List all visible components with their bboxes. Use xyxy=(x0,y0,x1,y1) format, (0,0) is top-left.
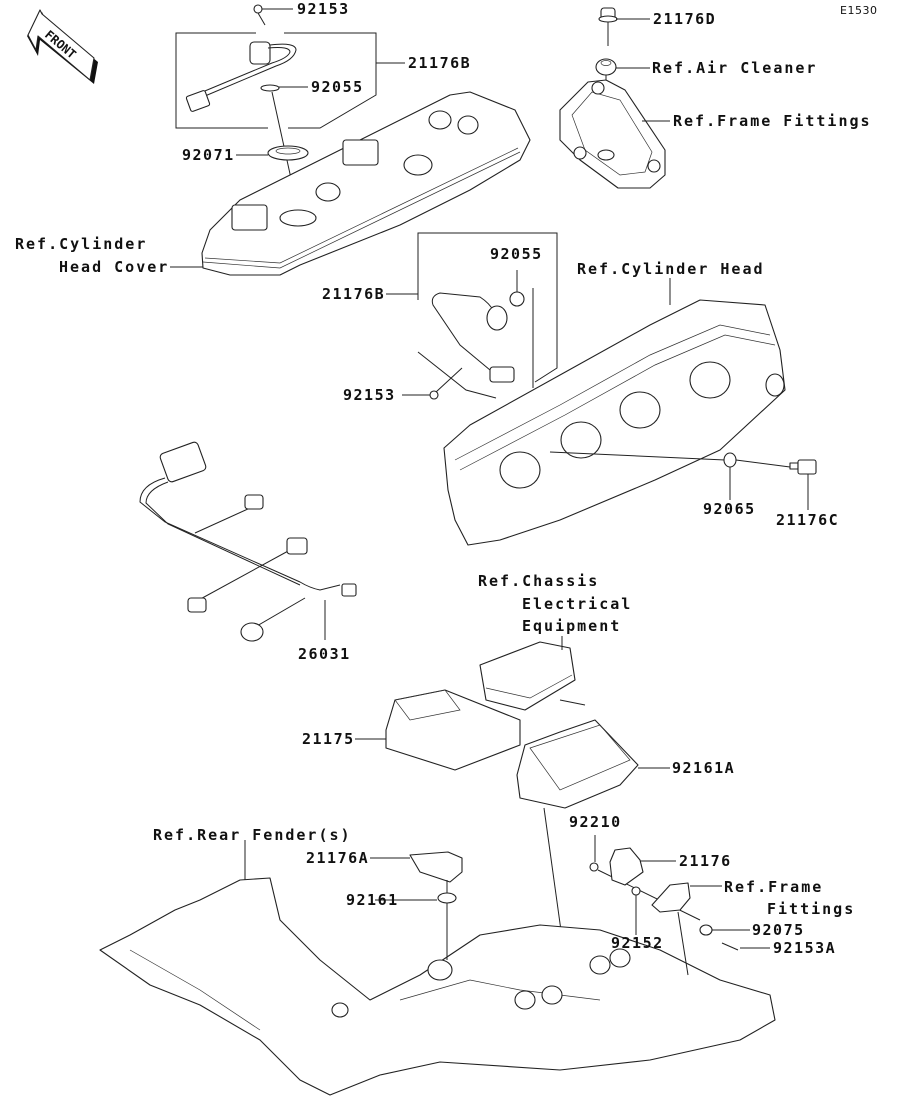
part-label-21176C[interactable]: 21176C xyxy=(776,511,840,529)
grommet-92071 xyxy=(236,145,309,161)
sensor-assembly-mid xyxy=(386,232,558,400)
ref-label-frame-fittings-bottom-line2[interactable]: Fittings xyxy=(767,900,856,918)
ref-label-frame-fittings-bottom-line1[interactable]: Ref.Frame xyxy=(724,878,824,896)
cylinder-head-cover xyxy=(170,91,531,276)
part-label-92075[interactable]: 92075 xyxy=(752,921,805,939)
part-label-21176B-top[interactable]: 21176B xyxy=(408,54,472,72)
wiring-harness-26031 xyxy=(139,441,357,642)
sensor-assembly-top xyxy=(175,4,405,184)
sensor-21176-group xyxy=(589,835,770,976)
ref-label-frame-fittings-top[interactable]: Ref.Frame Fittings xyxy=(673,112,872,130)
ref-label-cylinder-head-cover-line2[interactable]: Head Cover xyxy=(59,258,170,276)
part-label-92153-mid[interactable]: 92153 xyxy=(343,386,396,404)
part-label-92152[interactable]: 92152 xyxy=(611,934,664,952)
part-label-92153-top[interactable]: 92153 xyxy=(297,0,350,18)
part-label-21176A[interactable]: 21176A xyxy=(306,849,370,867)
sensor-21176D-group xyxy=(559,7,670,189)
part-label-21175[interactable]: 21175 xyxy=(302,730,355,748)
part-label-92055-mid[interactable]: 92055 xyxy=(490,245,543,263)
sensor-21176A-group xyxy=(370,851,463,960)
part-label-92071[interactable]: 92071 xyxy=(182,146,235,164)
ecu-cover-92161A xyxy=(516,719,670,1011)
ref-label-cylinder-head[interactable]: Ref.Cylinder Head xyxy=(577,260,765,278)
part-label-21176D[interactable]: 21176D xyxy=(653,10,717,28)
ecu-21175 xyxy=(355,689,521,771)
part-label-92161[interactable]: 92161 xyxy=(346,891,399,909)
front-arrow-icon xyxy=(27,9,98,84)
part-label-92161A[interactable]: 92161A xyxy=(672,759,736,777)
ref-label-chassis-line1[interactable]: Ref.Chassis xyxy=(478,572,600,590)
ref-label-chassis-line2[interactable]: Electrical xyxy=(522,595,633,613)
part-label-92065[interactable]: 92065 xyxy=(703,500,756,518)
ref-label-air-cleaner[interactable]: Ref.Air Cleaner xyxy=(652,59,818,77)
part-label-92055-top[interactable]: 92055 xyxy=(311,78,364,96)
part-label-26031[interactable]: 26031 xyxy=(298,645,351,663)
part-label-21176[interactable]: 21176 xyxy=(679,852,732,870)
ecu-ref-chassis xyxy=(479,636,586,711)
part-label-92153A[interactable]: 92153A xyxy=(773,939,837,957)
ref-label-chassis-line3[interactable]: Equipment xyxy=(522,617,622,635)
ref-label-rear-fender[interactable]: Ref.Rear Fender(s) xyxy=(153,826,352,844)
cylinder-head xyxy=(443,278,786,546)
diagram-code: E1530 xyxy=(840,4,878,17)
rear-fender xyxy=(99,840,776,1096)
ref-label-cylinder-head-cover-line1[interactable]: Ref.Cylinder xyxy=(15,235,148,253)
part-label-21176B-mid[interactable]: 21176B xyxy=(322,285,386,303)
part-label-92210[interactable]: 92210 xyxy=(569,813,622,831)
sensor-21176C-group xyxy=(549,451,817,510)
